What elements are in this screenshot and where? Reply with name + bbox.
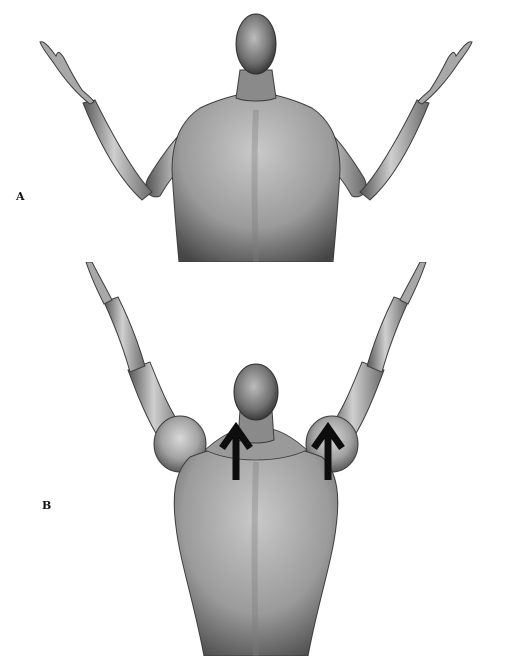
right-forearm [360, 100, 429, 200]
left-hand [40, 42, 94, 104]
panel-b-illustration [0, 262, 512, 656]
panel-b: B [0, 262, 512, 656]
spine-shadow [255, 110, 257, 262]
panel-label-b: B [42, 499, 52, 512]
panel-a: A [0, 0, 512, 262]
left-forearm [83, 100, 152, 200]
head [236, 14, 276, 74]
right-hand [400, 262, 426, 304]
left-forearm [104, 297, 145, 372]
left-hand [86, 262, 112, 304]
panel-label-a: A [16, 190, 25, 203]
head [234, 364, 278, 420]
right-forearm [367, 297, 408, 372]
neck [236, 70, 276, 101]
right-hand [418, 42, 472, 104]
panel-a-illustration [0, 0, 512, 262]
spine-shadow [255, 462, 257, 656]
